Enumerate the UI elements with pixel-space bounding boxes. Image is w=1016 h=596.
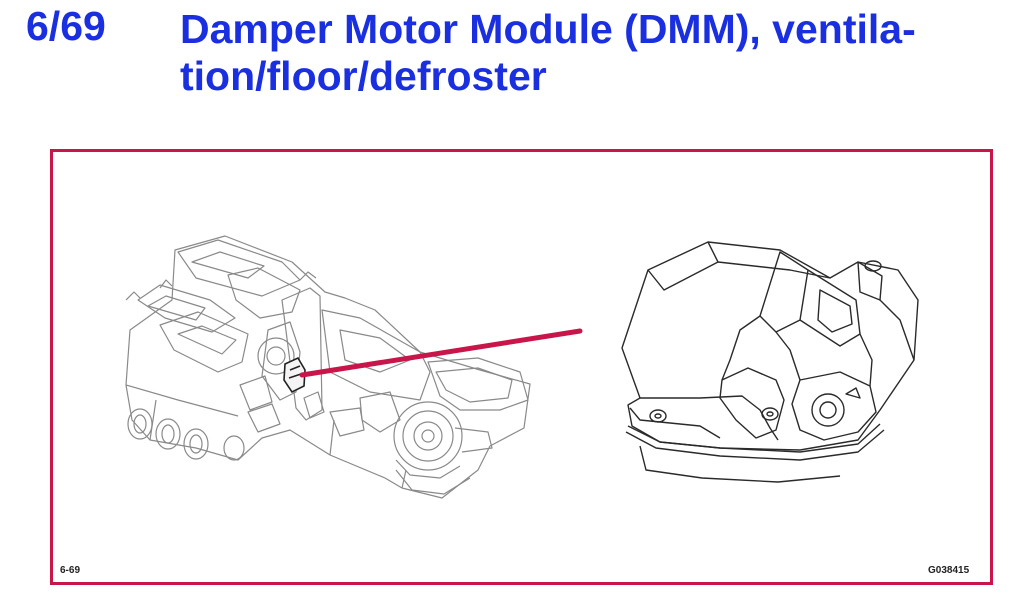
- section-number: 6/69: [26, 3, 106, 49]
- image-code: G038415: [928, 565, 970, 576]
- page-title: Damper Motor Module (DMM), ventila- tion…: [180, 6, 1000, 100]
- figure-code: 6-69: [60, 565, 81, 576]
- callout-line: [299, 328, 583, 378]
- hvac-unit-drawing: [125, 235, 531, 499]
- title-line-2: tion/floor/defroster: [180, 53, 547, 99]
- dmm-location-marker: [283, 356, 306, 394]
- damper-motor-module-detail: [621, 241, 919, 483]
- diagram-frame: [50, 149, 993, 585]
- title-line-1: Damper Motor Module (DMM), ventila-: [180, 6, 916, 52]
